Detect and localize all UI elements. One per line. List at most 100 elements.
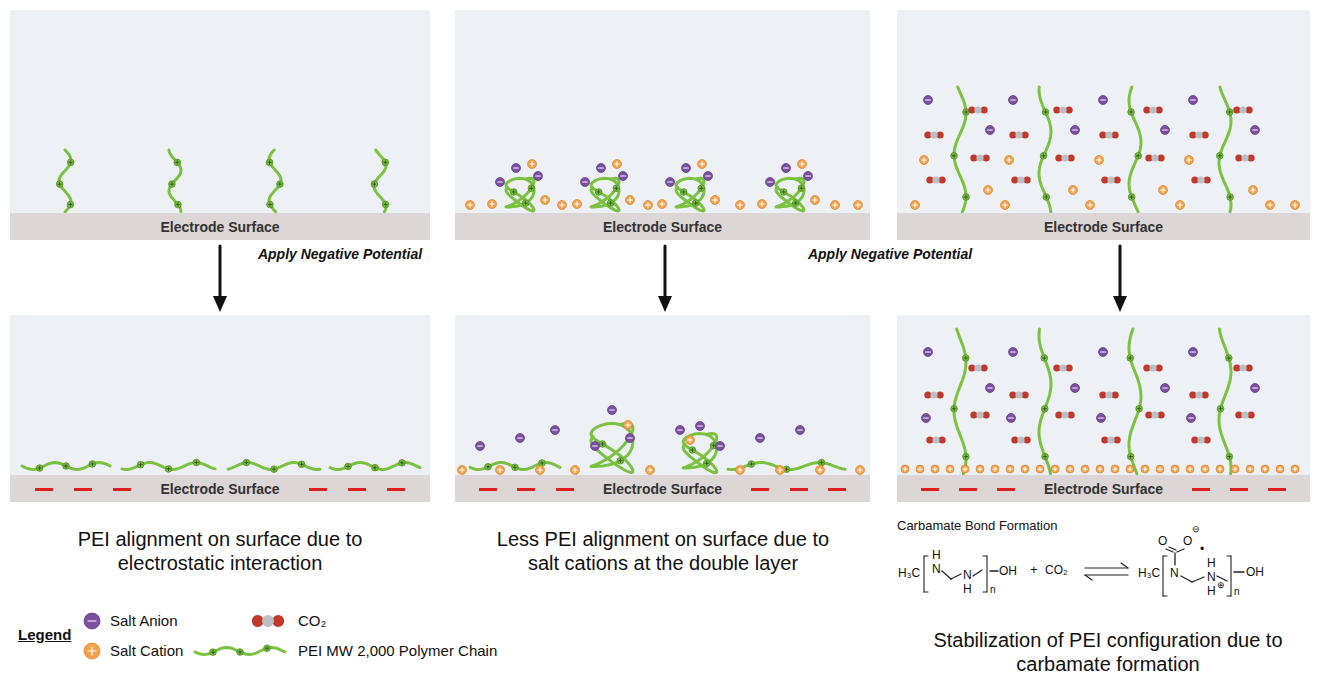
pei-chain: [22, 463, 110, 470]
ion-sign: [1089, 203, 1090, 208]
pei-chain: [1129, 329, 1141, 474]
amine-bead: [1041, 355, 1048, 362]
co2-carbon: [1017, 176, 1024, 183]
bead-plus: [965, 110, 966, 114]
bead-plus: [269, 161, 270, 165]
legend-text: CO₂: [298, 612, 326, 630]
repeat-bracket: [1163, 595, 1167, 596]
amine-bead: [1127, 355, 1134, 362]
ion-sign: [1253, 387, 1258, 388]
amine-bead: [193, 459, 200, 466]
ion-sign: [1163, 387, 1168, 388]
salt-anion: [924, 96, 933, 105]
co2-oxygen: [1022, 391, 1029, 398]
salt-anion: [1251, 384, 1260, 393]
bead-plus: [267, 646, 268, 650]
negative-charge: [751, 488, 769, 491]
repeat-bracket: [1227, 555, 1231, 556]
salt-cation: [1081, 465, 1089, 473]
salt-cation: [1216, 465, 1224, 473]
salt-anion: [782, 164, 791, 173]
arrow-shaft: [664, 246, 667, 298]
bead-plus: [246, 461, 247, 465]
bead-plus: [1138, 154, 1139, 158]
bead-plus: [1045, 110, 1046, 114]
solution-panel: [455, 10, 870, 240]
amine-bead: [692, 200, 699, 207]
negative-charge: [517, 488, 535, 491]
co2-carbon: [1195, 391, 1202, 398]
solution-panel: [455, 315, 870, 502]
ion-sign: [1039, 467, 1040, 471]
bead-plus: [1131, 110, 1132, 114]
amine-bead: [528, 185, 535, 192]
salt-cation: [626, 196, 635, 205]
ion-sign: [629, 198, 630, 203]
salt-cation: [1276, 465, 1284, 473]
ion-sign: [1099, 467, 1100, 471]
ion-sign: [498, 181, 503, 182]
chem-atom: H: [932, 548, 941, 562]
amine-bead: [89, 461, 96, 468]
chem-atom: H₃C: [1138, 566, 1160, 580]
bead-plus: [616, 186, 617, 190]
solution-panel: [897, 10, 1310, 240]
ion-sign: [1252, 188, 1253, 193]
ion-sign: [1073, 387, 1078, 388]
ion-sign: [531, 162, 532, 167]
equilibrium-arrow: [1085, 574, 1128, 575]
ion-sign: [819, 468, 820, 473]
bead-plus: [954, 407, 955, 411]
bead-plus: [751, 462, 752, 466]
amine-bead: [510, 189, 517, 196]
amine-bead: [399, 460, 406, 467]
amine-bead: [264, 645, 271, 652]
ion-sign: [1159, 467, 1160, 471]
ion-sign: [761, 202, 762, 207]
repeat-bracket: [924, 591, 928, 592]
salt-cation: [1096, 465, 1104, 473]
ion-sign: [1191, 351, 1196, 352]
bead-plus: [177, 161, 178, 165]
pei-chain: [506, 178, 534, 211]
bond-line: [1181, 576, 1192, 582]
amine-bead: [137, 461, 144, 468]
bead-plus: [1230, 195, 1231, 199]
ion-sign: [689, 438, 690, 443]
annotation: +: [1030, 562, 1038, 578]
salt-anion: [476, 442, 485, 451]
arrow-shaft: [1119, 246, 1122, 298]
bead-plus: [168, 467, 169, 471]
co2-oxygen: [939, 176, 946, 183]
bond-line: [942, 571, 951, 579]
ion-sign: [1219, 467, 1220, 471]
ion-sign: [1179, 203, 1180, 208]
bead-plus: [1044, 407, 1045, 411]
salt-anion: [1161, 126, 1170, 135]
ion-sign: [1008, 158, 1009, 163]
co2-carbon: [1241, 154, 1248, 161]
bead-plus: [385, 161, 386, 165]
arrow-shaft: [219, 246, 222, 298]
pei-chain: [195, 648, 285, 655]
pei-chain: [1039, 87, 1051, 212]
ion-sign: [949, 467, 950, 471]
co2-carbon: [1197, 436, 1204, 443]
ion-sign: [919, 467, 920, 471]
co2-oxygen: [981, 364, 988, 371]
salt-cation: [466, 201, 475, 210]
negative-charge: [35, 488, 53, 491]
amine-bead: [36, 465, 43, 472]
repeat-bracket: [1230, 556, 1231, 596]
chem-atom: N: [963, 568, 972, 582]
salt-cation: [1291, 201, 1300, 210]
chem-atom: OH: [1246, 565, 1264, 579]
chem-atom: O: [1183, 534, 1192, 548]
co2-carbon: [1241, 411, 1248, 418]
amine-bead: [371, 181, 378, 188]
bead-plus: [301, 462, 302, 466]
bead-plus: [713, 444, 714, 448]
bead-plus: [783, 190, 784, 194]
ion-sign: [988, 387, 993, 388]
salt-cation: [646, 466, 655, 475]
